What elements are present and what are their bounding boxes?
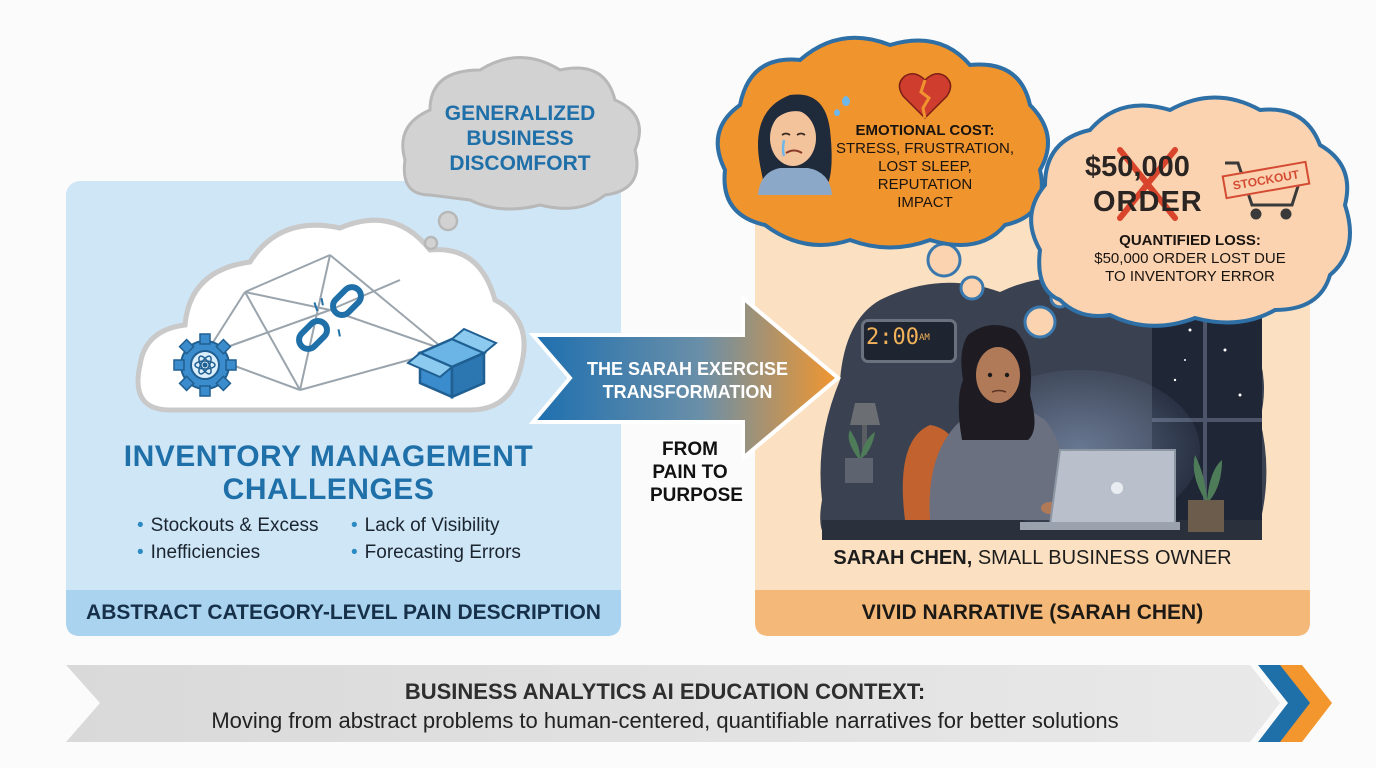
- arrow-title: THE SARAH EXERCISE TRANSFORMATION: [555, 358, 820, 404]
- right-panel-footer: VIVID NARRATIVE (SARAH CHEN): [755, 590, 1310, 636]
- plant-left: [845, 430, 875, 483]
- alarm-clock-icon: [861, 319, 957, 363]
- banner-subtitle: Moving from abstract problems to human-c…: [211, 708, 1119, 733]
- bullet-text: Inefficiencies: [150, 542, 261, 563]
- network-cloud-illustration: [135, 217, 527, 413]
- loss-thought-bubble: [1029, 95, 1352, 328]
- caption-role: SMALL BUSINESS OWNER: [972, 547, 1232, 569]
- bullet-inefficiencies: •Inefficiencies: [137, 542, 261, 563]
- arrow-title-line-1: THE SARAH EXERCISE: [586, 359, 789, 379]
- caption-name: SARAH CHEN,: [833, 547, 973, 569]
- bullet-text: Lack of Visibility: [364, 515, 500, 536]
- broken-chain-icon: [296, 284, 364, 352]
- emotional-line-3: REPUTATION: [877, 176, 973, 193]
- clock-ampm: AM: [918, 333, 930, 343]
- left-title-line-1: INVENTORY MANAGEMENT: [123, 440, 534, 473]
- banner-title: BUSINESS ANALYTICS AI EDUCATION CONTEXT:: [404, 679, 926, 704]
- plant-right: [1188, 455, 1224, 532]
- generalized-line-2: BUSINESS: [466, 127, 574, 150]
- emotional-line-4: IMPACT: [897, 194, 953, 211]
- generalized-thought-bubble: [401, 56, 641, 251]
- generalized-line-1: GENERALIZED: [444, 102, 596, 125]
- generalized-discomfort-label: GENERALIZED BUSINESS DISCOMFORT: [420, 101, 620, 176]
- emotional-line-2: LOST SLEEP,: [878, 158, 972, 175]
- gear-icon: [173, 333, 237, 397]
- cross-out-x-icon: [1117, 147, 1178, 221]
- clock-time: 2:00: [866, 325, 919, 350]
- loss-line-1: $50,000 ORDER LOST DUE: [1094, 250, 1286, 267]
- sarah-figure: [929, 325, 1070, 520]
- loss-line-2: TO INVENTORY ERROR: [1105, 268, 1275, 285]
- sarah-caption: SARAH CHEN, SMALL BUSINESS OWNER: [760, 547, 1305, 570]
- bullet-forecasting: •Forecasting Errors: [351, 542, 521, 563]
- emotional-line-1: STRESS, FRUSTRATION,: [835, 140, 1015, 157]
- emotional-heading: EMOTIONAL COST:: [855, 122, 995, 139]
- laptop-icon: [1020, 449, 1180, 530]
- bullet-stockouts: •Stockouts & Excess: [137, 515, 319, 536]
- arrow-subtitle: FROM PAIN TO PURPOSE: [650, 438, 743, 507]
- box-icon: [406, 327, 498, 399]
- bullet-text: Forecasting Errors: [364, 542, 521, 563]
- clock-readout: 2:00AM: [866, 323, 951, 353]
- loss-heading: QUANTIFIED LOSS:: [1119, 232, 1261, 249]
- bullet-text: Stockouts & Excess: [150, 515, 319, 536]
- crying-face-icon: [758, 94, 850, 195]
- left-panel-footer: ABSTRACT CATEGORY-LEVEL PAIN DESCRIPTION: [66, 590, 621, 636]
- order-amount: $50,000: [1085, 151, 1190, 183]
- order-word: ORDER: [1093, 186, 1203, 218]
- transformation-arrow: [528, 293, 842, 463]
- desk-lamp: [850, 403, 880, 455]
- arrow-sub-line-2: PAIN TO: [652, 462, 728, 483]
- bottom-banner: [66, 665, 1332, 742]
- emotional-thought-bubble: [715, 35, 1050, 250]
- bullet-visibility: •Lack of Visibility: [351, 515, 500, 536]
- left-title-line-2: CHALLENGES: [222, 473, 435, 506]
- night-scene: [820, 242, 1267, 540]
- generalized-line-3: DISCOMFORT: [449, 152, 591, 175]
- arrow-sub-line-3: PURPOSE: [650, 485, 743, 506]
- broken-heart-icon: [898, 73, 952, 120]
- quantified-loss-label: QUANTIFIED LOSS: $50,000 ORDER LOST DUE …: [1080, 232, 1300, 286]
- left-panel-title: INVENTORY MANAGEMENT CHALLENGES: [66, 440, 591, 506]
- emotional-cost-label: EMOTIONAL COST: STRESS, FRUSTRATION, LOS…: [830, 122, 1020, 212]
- arrow-title-line-2: TRANSFORMATION: [602, 382, 773, 402]
- arrow-sub-line-1: FROM: [662, 439, 718, 460]
